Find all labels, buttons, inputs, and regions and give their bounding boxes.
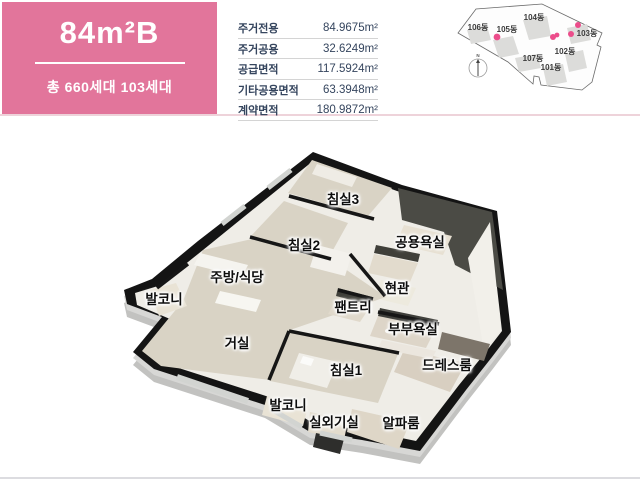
spec-value: 84.9675m²: [323, 22, 378, 34]
corridor-wall: [310, 245, 352, 276]
room-label-balcony-south: 발코니: [269, 398, 307, 413]
area-spec-table: 주거전용 84.9675m² 주거공용 32.6249m² 공급면적 117.5…: [238, 18, 378, 121]
highlighted-unit-markers: [493, 22, 581, 41]
building-label-105: 105동: [497, 25, 518, 34]
compass-north-label: N: [476, 53, 479, 58]
table-row: 계약면적 180.9872m²: [238, 100, 378, 121]
floor-entrance: [374, 280, 416, 306]
unit-marker: [493, 33, 501, 41]
floor-dressroom: [394, 350, 466, 392]
windows: [176, 168, 353, 443]
building-label-106: 106동: [468, 23, 489, 32]
room-label-living-room: 거실: [224, 336, 250, 351]
room-label-master-bathroom: 부부욕실: [388, 322, 438, 337]
floor-balcony-west: [150, 283, 187, 316]
interior-walls: [155, 194, 440, 381]
floor-alpha-room: [347, 409, 410, 449]
room-label-ac-unit-room: 실외기실: [309, 415, 359, 430]
spec-value: 180.9872m²: [316, 104, 378, 116]
table-row: 기타공용면적 63.3948m²: [238, 80, 378, 100]
floor-pantry: [328, 299, 370, 322]
building-label-101: 101동: [541, 63, 562, 72]
utility-cabinet: [374, 245, 420, 262]
spec-label: 주거전용: [238, 23, 279, 35]
header-divider-line: [34, 62, 185, 64]
unit-marker: [550, 34, 556, 40]
pillow: [300, 356, 314, 366]
bathtub-common: [417, 241, 425, 247]
closet-bedroom3: [312, 164, 357, 187]
dressroom-wardrobe: [438, 332, 490, 361]
building-shape-101: [543, 64, 567, 86]
spec-label: 계약면적: [238, 105, 279, 117]
room-label-bedroom2: 침실2: [287, 238, 321, 253]
spec-value: 117.5924m²: [317, 63, 378, 75]
building-shape-106: [467, 26, 491, 44]
unit-marker: [554, 32, 560, 38]
spec-label: 기타공용면적: [238, 84, 299, 97]
kitchen-island: [215, 291, 261, 312]
floor-master-bathroom: [370, 316, 436, 348]
room-label-dress-room: 드레스룸: [422, 358, 472, 373]
spec-value: 63.3948m²: [323, 83, 378, 96]
building-shape-107: [515, 54, 541, 72]
dark-accents: [205, 245, 490, 454]
compass-icon: N: [468, 53, 488, 78]
unit-marker: [575, 22, 581, 28]
dressroom-wall-band: [378, 340, 436, 359]
table-row: 공급면적 117.5924m²: [238, 59, 378, 80]
section-divider-top: [0, 114, 640, 116]
room-label-bedroom3: 침실3: [326, 192, 360, 207]
building-label-107: 107동: [523, 54, 544, 63]
building-shape-105: [493, 36, 519, 58]
room-label-balcony-west: 발코니: [145, 292, 183, 307]
room-label-pantry: 팬트리: [334, 300, 372, 315]
room-label-kitchen-dining: 주방/식당: [210, 270, 264, 285]
unit-header-card: 84m²B 총 660세대 103세대: [2, 2, 217, 115]
spec-label: 공급면적: [238, 64, 279, 76]
spec-value: 32.6249m²: [323, 42, 378, 55]
table-row: 주거공용 32.6249m²: [238, 39, 378, 59]
east-wall-face: [468, 222, 501, 351]
building-label-103: 103동: [577, 29, 598, 38]
room-label-common-bathroom: 공용욕실: [395, 235, 445, 250]
floor-bedroom2: [250, 201, 348, 259]
unit-marker: [568, 31, 574, 37]
unit-household-count: 총 660세대 103세대: [46, 79, 173, 95]
floor-common-bathroom: [396, 225, 452, 255]
building-label-102: 102동: [555, 47, 576, 56]
site-map: 106동 105동 104동 103동 102동 107동 101동 N: [457, 3, 603, 91]
site-boundary: [457, 3, 603, 91]
floor-ac-unit-room: [308, 412, 348, 440]
floor-balcony-south: [262, 396, 308, 426]
floor-utility: [368, 254, 418, 282]
room-label-bedroom1: 침실1: [329, 363, 363, 378]
spec-label: 주거공용: [238, 43, 279, 56]
room-label-entrance: 현관: [384, 281, 410, 296]
building-shape-104: [523, 16, 551, 40]
building-shape-102: [565, 50, 587, 72]
building-shape-103: [567, 24, 591, 44]
floor-living-kitchen: [142, 239, 386, 380]
section-divider-bottom: [0, 477, 640, 479]
room-floors: [142, 160, 466, 449]
toilet-master: [385, 328, 393, 334]
kitchen-counter: [194, 253, 248, 277]
site-buildings: [467, 16, 591, 86]
unit-title: 84m²B: [59, 15, 160, 50]
furniture: [194, 164, 436, 388]
table-row: 주거전용 84.9675m²: [238, 18, 378, 39]
room-label-alpha-room: 알파룸: [382, 416, 420, 431]
building-label-104: 104동: [524, 13, 545, 22]
